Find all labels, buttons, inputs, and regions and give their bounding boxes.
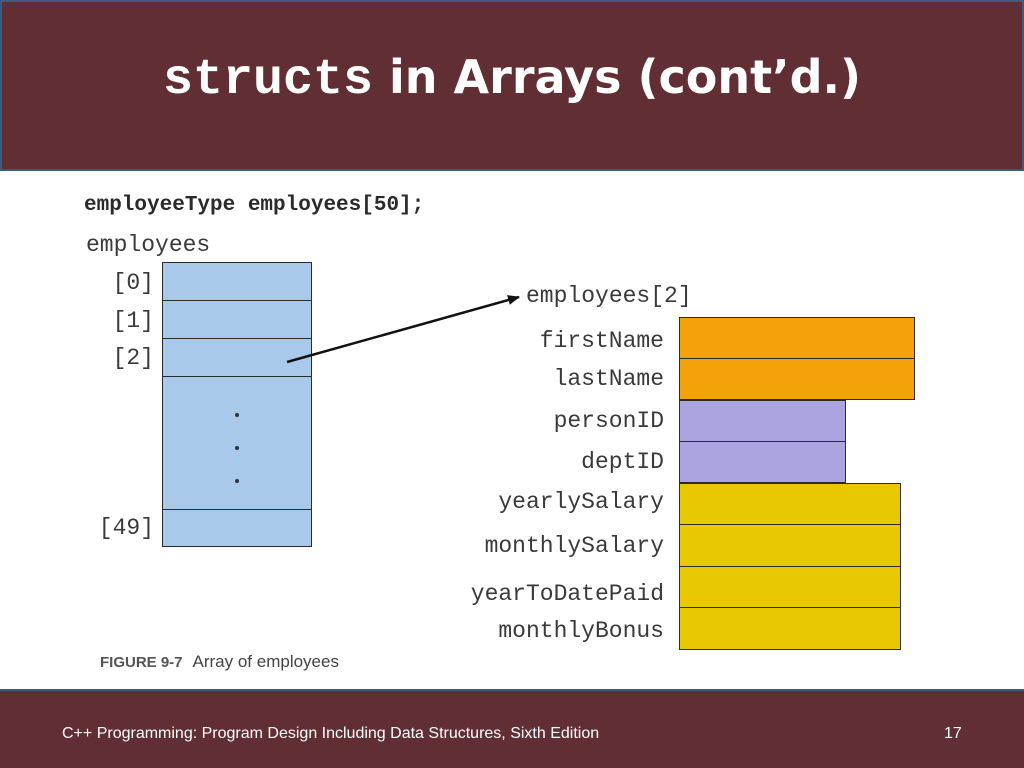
field-label-deptid: deptID <box>581 449 664 475</box>
element-label: employees[2] <box>526 283 692 309</box>
footer-text: C++ Programming: Program Design Includin… <box>62 725 600 742</box>
field-box-personid <box>679 400 846 442</box>
title-code: structs <box>162 52 373 109</box>
array-block <box>162 262 312 547</box>
array-cell-divider <box>163 338 311 339</box>
field-box-firstname <box>679 317 915 359</box>
index-label-49: [49] <box>98 515 154 541</box>
footer-bar: C++ Programming: Program Design Includin… <box>0 689 1024 768</box>
title-bar: structs in Arrays (cont’d.) <box>0 0 1024 171</box>
field-label-yearlysalary: yearlySalary <box>498 489 664 515</box>
array-cell-divider <box>163 300 311 301</box>
field-label-yeartodatepaid: yearToDatePaid <box>470 581 664 607</box>
ellipsis-dot <box>235 446 239 450</box>
array-name: employees <box>86 232 211 258</box>
field-box-yeartodatepaid <box>679 566 901 608</box>
field-label-monthlybonus: monthlyBonus <box>498 618 664 644</box>
declaration: employeeType employees[50]; <box>84 194 425 217</box>
field-box-lastname <box>679 358 915 400</box>
slide-title: structs in Arrays (cont’d.) <box>163 51 861 106</box>
field-box-monthlysalary <box>679 524 901 567</box>
field-box-monthlybonus <box>679 607 901 650</box>
page-number: 17 <box>944 725 962 742</box>
field-label-monthlysalary: monthlySalary <box>484 533 664 559</box>
field-label-personid: personID <box>553 408 664 434</box>
index-label-0: [0] <box>112 270 154 296</box>
title-rest: in Arrays (cont’d.) <box>372 50 862 104</box>
array-cell-divider <box>163 509 311 510</box>
index-label-2: [2] <box>112 345 154 371</box>
index-label-1: [1] <box>112 308 154 334</box>
ellipsis-dot <box>235 479 239 483</box>
caption-number: FIGURE 9-7 <box>100 654 183 671</box>
caption-text: Array of employees <box>192 652 339 671</box>
array-cell-divider <box>163 376 311 377</box>
figure-caption: FIGURE 9-7 Array of employees <box>100 652 339 672</box>
field-box-deptid <box>679 441 846 483</box>
field-box-yearlysalary <box>679 483 901 525</box>
ellipsis-dot <box>235 413 239 417</box>
field-label-firstname: firstName <box>539 328 664 354</box>
field-label-lastname: lastName <box>553 366 664 392</box>
